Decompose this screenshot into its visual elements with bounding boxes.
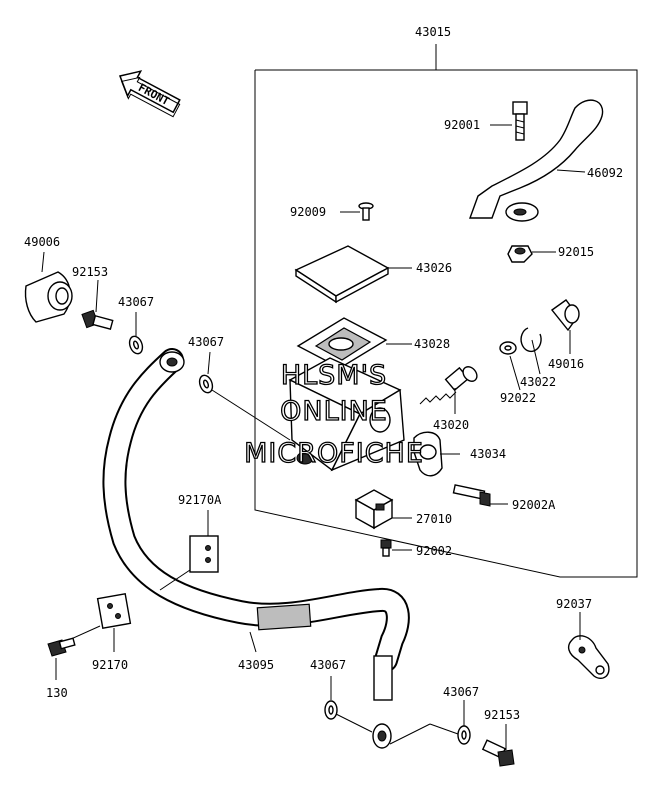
front-label: FRONT <box>136 81 172 108</box>
part-43095-brake-hose <box>102 348 410 749</box>
part-43020-piston <box>419 366 478 414</box>
label-92001: 92001 <box>444 118 480 132</box>
part-92153-banjo-bolt <box>481 724 515 767</box>
watermark-line-1: HLSM'S <box>281 360 387 391</box>
part-master-cylinder-body <box>288 357 405 472</box>
part-27010-switch <box>354 489 412 530</box>
part-43034-clamp <box>413 431 460 477</box>
part-43067-washer-c <box>324 676 373 733</box>
label-43026: 43026 <box>416 261 452 275</box>
part-43022-circlip <box>520 327 542 375</box>
label-43067-upper-left: 43067 <box>118 295 154 309</box>
label-130: 130 <box>46 686 68 700</box>
part-43067-washer-d <box>389 700 471 745</box>
label-92002: 92002 <box>416 544 452 558</box>
label-49006: 49006 <box>24 235 60 249</box>
part-92002-screw <box>380 539 412 557</box>
label-92170: 92170 <box>92 658 128 672</box>
label-92153-upper: 92153 <box>72 265 108 279</box>
watermark-line-3: MICROFICHE <box>244 438 424 469</box>
label-43034: 43034 <box>470 447 506 461</box>
part-130-bolt <box>47 637 76 680</box>
label-43015: 43015 <box>415 25 451 39</box>
part-43026-reservoir-cap <box>294 245 412 304</box>
label-92170a: 92170A <box>178 493 222 507</box>
front-arrow-icon: FRONT <box>118 70 181 118</box>
part-92015-nut <box>507 245 556 263</box>
label-43067-lower-right: 43067 <box>443 685 479 699</box>
part-49016-dust-boot <box>550 299 580 354</box>
watermark-line-2: ONLINE <box>280 396 388 427</box>
part-92170a-clamp <box>159 510 219 591</box>
part-92170-clamp <box>59 592 132 652</box>
label-92037: 92037 <box>556 597 592 611</box>
label-92022: 92022 <box>500 391 536 405</box>
part-46092-lever <box>469 99 604 222</box>
label-43028: 43028 <box>414 337 450 351</box>
part-43067-washer-b <box>198 351 291 441</box>
part-92153-bleeder <box>81 279 114 331</box>
part-43067-washer-a <box>128 312 144 355</box>
part-92037-clamp <box>567 612 610 680</box>
part-43028-diaphragm <box>296 317 412 369</box>
label-92153-lower: 92153 <box>484 708 520 722</box>
label-27010: 27010 <box>416 512 452 526</box>
part-92009-screw <box>340 202 374 221</box>
part-92002a-bolt <box>452 484 508 507</box>
label-43067-lower-left: 43067 <box>310 658 346 672</box>
part-49006-cap <box>24 251 73 323</box>
watermark: HLSM'S ONLINE MICROFICHE <box>243 359 424 469</box>
label-92002a: 92002A <box>512 498 556 512</box>
label-43095: 43095 <box>238 658 274 672</box>
assembly-outline <box>254 69 638 578</box>
part-92022-washer <box>499 341 521 391</box>
label-43022: 43022 <box>520 375 556 389</box>
label-43067-upper-right: 43067 <box>188 335 224 349</box>
part-92001-bolt <box>490 101 528 141</box>
label-43020: 43020 <box>433 418 469 432</box>
label-46092: 46092 <box>587 166 623 180</box>
label-92009: 92009 <box>290 205 326 219</box>
label-49016: 49016 <box>548 357 584 371</box>
label-92015: 92015 <box>558 245 594 259</box>
